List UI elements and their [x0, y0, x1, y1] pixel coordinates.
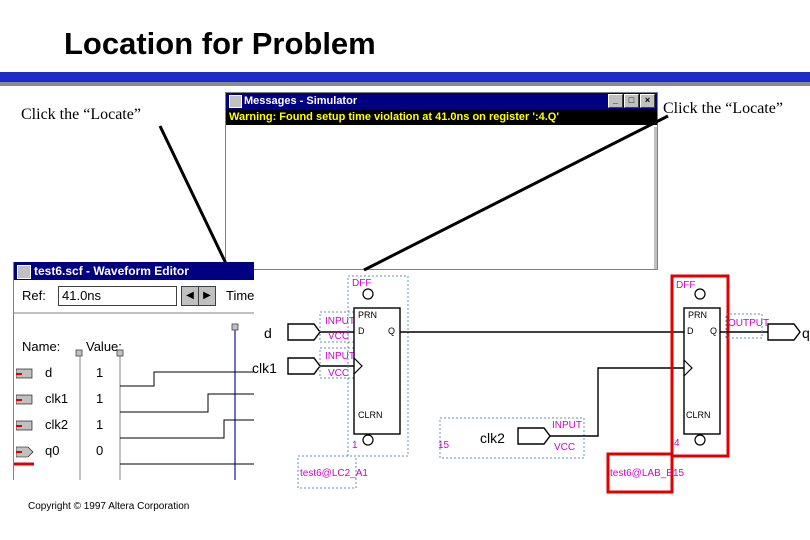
svg-text:clk1: clk1: [252, 360, 277, 376]
column-splitter-handle: [116, 349, 124, 357]
svg-text:D: D: [687, 326, 694, 336]
svg-text:INPUT: INPUT: [325, 316, 355, 327]
prev-transition-button[interactable]: ◀: [181, 286, 199, 306]
svg-text:Q: Q: [710, 326, 717, 336]
input-pin-icon: [16, 420, 33, 431]
svg-text:test6@LC2_A1: test6@LC2_A1: [300, 468, 368, 479]
caption-left: Click the “Locate”: [21, 106, 141, 123]
signal-value: 1: [96, 391, 104, 406]
time-label: Time: [226, 288, 255, 303]
svg-text:PRN: PRN: [688, 310, 707, 320]
signal-name: q0: [45, 443, 60, 458]
signal-value: 1: [96, 365, 104, 380]
signal-value: 0: [96, 443, 104, 458]
input-pin-clk1: clk1 INPUT VCC: [252, 347, 367, 379]
signal-value: 1: [96, 417, 104, 432]
signal-row[interactable]: q0 0: [14, 440, 254, 466]
svg-text:VCC: VCC: [554, 442, 575, 453]
located-label-highlight: [606, 452, 674, 494]
signal-name: clk1: [45, 391, 69, 406]
input-pin-d: d INPUT VCC: [264, 311, 366, 343]
svg-text:Q: Q: [388, 326, 395, 336]
schematic-view[interactable]: d INPUT VCC clk1 INPUT VCC DFF PRN D Q C…: [248, 268, 810, 496]
ref-label: Ref:: [22, 288, 46, 303]
title-divider-grey: [0, 82, 810, 86]
close-button[interactable]: ×: [640, 94, 655, 108]
svg-text:DFF: DFF: [676, 280, 695, 291]
waveform-editor-window: test6.scf - Waveform Editor Ref: 41.0ns …: [13, 262, 254, 480]
signal-row[interactable]: d 1: [14, 362, 254, 388]
svg-text:VCC: VCC: [328, 331, 349, 342]
svg-text:D: D: [358, 326, 365, 336]
svg-text:test6@LAB_B15: test6@LAB_B15: [610, 468, 685, 479]
input-pin-icon: [16, 368, 33, 379]
minimize-button[interactable]: _: [608, 94, 623, 108]
next-transition-button[interactable]: ▶: [198, 286, 216, 306]
svg-text:1: 1: [352, 440, 358, 451]
svg-text:q: q: [802, 325, 810, 341]
svg-text:d: d: [264, 325, 272, 341]
messages-title: Messages - Simulator: [244, 95, 358, 107]
svg-text:VCC: VCC: [328, 368, 349, 379]
waveform-display[interactable]: [14, 314, 254, 480]
svg-text:INPUT: INPUT: [325, 351, 355, 362]
title-divider-blue: [0, 72, 810, 82]
warning-message[interactable]: Warning: Found setup time violation at 4…: [226, 109, 657, 125]
output-pin-icon: [16, 446, 34, 458]
signal-name: clk2: [45, 417, 69, 432]
flipflop-right: DFF PRN D Q CLRN 4 test6@LAB_B15: [606, 274, 730, 494]
window-menu-icon[interactable]: [229, 95, 242, 108]
waveform-title-bar[interactable]: test6.scf - Waveform Editor: [14, 262, 254, 280]
signal-row[interactable]: clk2 1: [14, 414, 254, 440]
located-highlight: [670, 274, 730, 458]
maximize-button[interactable]: □: [624, 94, 639, 108]
messages-window: Messages - Simulator _□× Warning: Found …: [225, 92, 658, 270]
svg-text:INPUT: INPUT: [552, 420, 582, 431]
signal-row[interactable]: clk1 1: [14, 388, 254, 414]
signal-name: d: [45, 365, 53, 380]
svg-text:PRN: PRN: [358, 310, 377, 320]
output-pin-q: OUTPUT q: [720, 313, 810, 341]
input-pin-clk2: 15 clk2 INPUT VCC: [438, 367, 684, 459]
svg-text:4: 4: [674, 438, 680, 449]
svg-text:CLRN: CLRN: [686, 410, 711, 420]
value-column-header: Value:: [86, 339, 122, 354]
column-splitter-handle: [75, 349, 83, 357]
copyright-notice: Copyright © 1997 Altera Corporation: [28, 501, 190, 512]
svg-text:clk2: clk2: [480, 430, 505, 446]
slide-title: Location for Problem: [64, 26, 376, 61]
svg-text:CLRN: CLRN: [358, 410, 383, 420]
waveform-title: test6.scf - Waveform Editor: [34, 264, 189, 278]
svg-text:DFF: DFF: [352, 278, 371, 289]
pointer-line-right: [363, 114, 669, 272]
ref-time-field[interactable]: 41.0ns: [58, 286, 177, 306]
flipflop-left: DFF PRN D Q CLRN 1 test6@LC2_A1: [297, 275, 409, 489]
svg-text:15: 15: [438, 440, 450, 451]
messages-scrollbar[interactable]: [654, 127, 657, 269]
window-menu-icon[interactable]: [17, 265, 31, 279]
caption-right: Click the “Locate”: [663, 100, 783, 117]
input-pin-icon: [16, 394, 33, 405]
time-cursor-handle: [231, 323, 239, 331]
name-column-header: Name:: [22, 339, 61, 354]
messages-title-bar[interactable]: Messages - Simulator _□×: [226, 93, 657, 109]
pointer-line-left: [158, 125, 232, 273]
svg-text:OUTPUT: OUTPUT: [728, 318, 769, 329]
